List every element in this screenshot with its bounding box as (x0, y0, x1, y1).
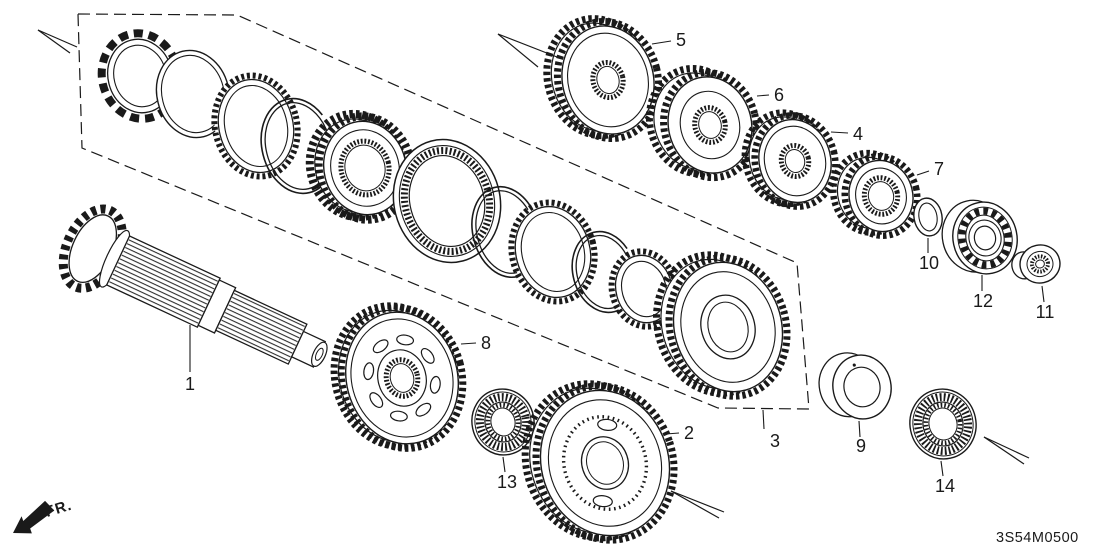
callout-number-1: 1 (185, 374, 195, 394)
callout-number-3: 3 (770, 431, 780, 451)
callout-number-6: 6 (774, 85, 784, 105)
part-bushing-9 (818, 352, 892, 420)
part-bushing-11 (1011, 244, 1061, 284)
diagram-code: 3S54M0500 (996, 530, 1079, 546)
part-countershaft-1 (58, 204, 328, 368)
part-dog-gear (305, 109, 416, 224)
part-needle-bearing-14 (909, 388, 977, 460)
leader-line-3 (762, 409, 765, 430)
callout-number-9: 9 (856, 436, 866, 456)
callout-number-4: 4 (853, 124, 863, 144)
fr-arrow-icon (13, 500, 55, 534)
slash-top-middle (497, 33, 558, 68)
callout-number-8: 8 (481, 333, 491, 353)
part-gear-5 (543, 15, 663, 143)
assembly-box (77, 13, 810, 410)
part-ball-bearing-12 (941, 199, 1018, 275)
part-gear-6 (645, 64, 760, 182)
fr-direction-arrow: FR. (13, 497, 74, 534)
callout-number-5: 5 (676, 30, 686, 50)
leader-line-6 (756, 94, 770, 97)
callout-number-7: 7 (934, 159, 944, 179)
leader-line-14 (940, 460, 944, 477)
leader-line-9 (858, 420, 861, 438)
part-needle-bearing-13 (471, 388, 535, 456)
fr-direction-label: FR. (43, 497, 74, 521)
part-synchro-ring-a (211, 72, 301, 180)
leader-line-4 (830, 131, 849, 134)
callout-number-12: 12 (973, 291, 993, 311)
part-gear-7 (829, 149, 921, 240)
callout-number-2: 2 (684, 423, 694, 443)
part-synchro-ring-b (508, 199, 598, 305)
leader-line-2 (665, 432, 680, 435)
slash-bottom-middle (670, 490, 725, 519)
leader-line-13 (502, 456, 506, 473)
leader-line-11 (1041, 285, 1045, 303)
callout-number-13: 13 (497, 472, 517, 492)
leader-line-7 (916, 170, 930, 176)
part-gear-8 (330, 302, 467, 452)
parts-layer (58, 15, 1061, 544)
part-washer-10 (913, 197, 943, 237)
callout-number-14: 14 (935, 476, 955, 496)
part-gear-3 (652, 251, 791, 400)
assembly-box-outline (77, 13, 810, 410)
leader-line-8 (460, 342, 477, 345)
direction-slash-arrows (37, 29, 1030, 519)
callout-number-10: 10 (919, 253, 939, 273)
part-gear-2 (521, 380, 678, 544)
part-gear-4 (741, 109, 839, 210)
callout-number-11: 11 (1036, 302, 1055, 322)
part-hub-sleeve (392, 138, 502, 264)
slash-top-left (37, 29, 78, 54)
slash-bottom-right (983, 436, 1030, 465)
leader-line-5 (651, 40, 672, 45)
